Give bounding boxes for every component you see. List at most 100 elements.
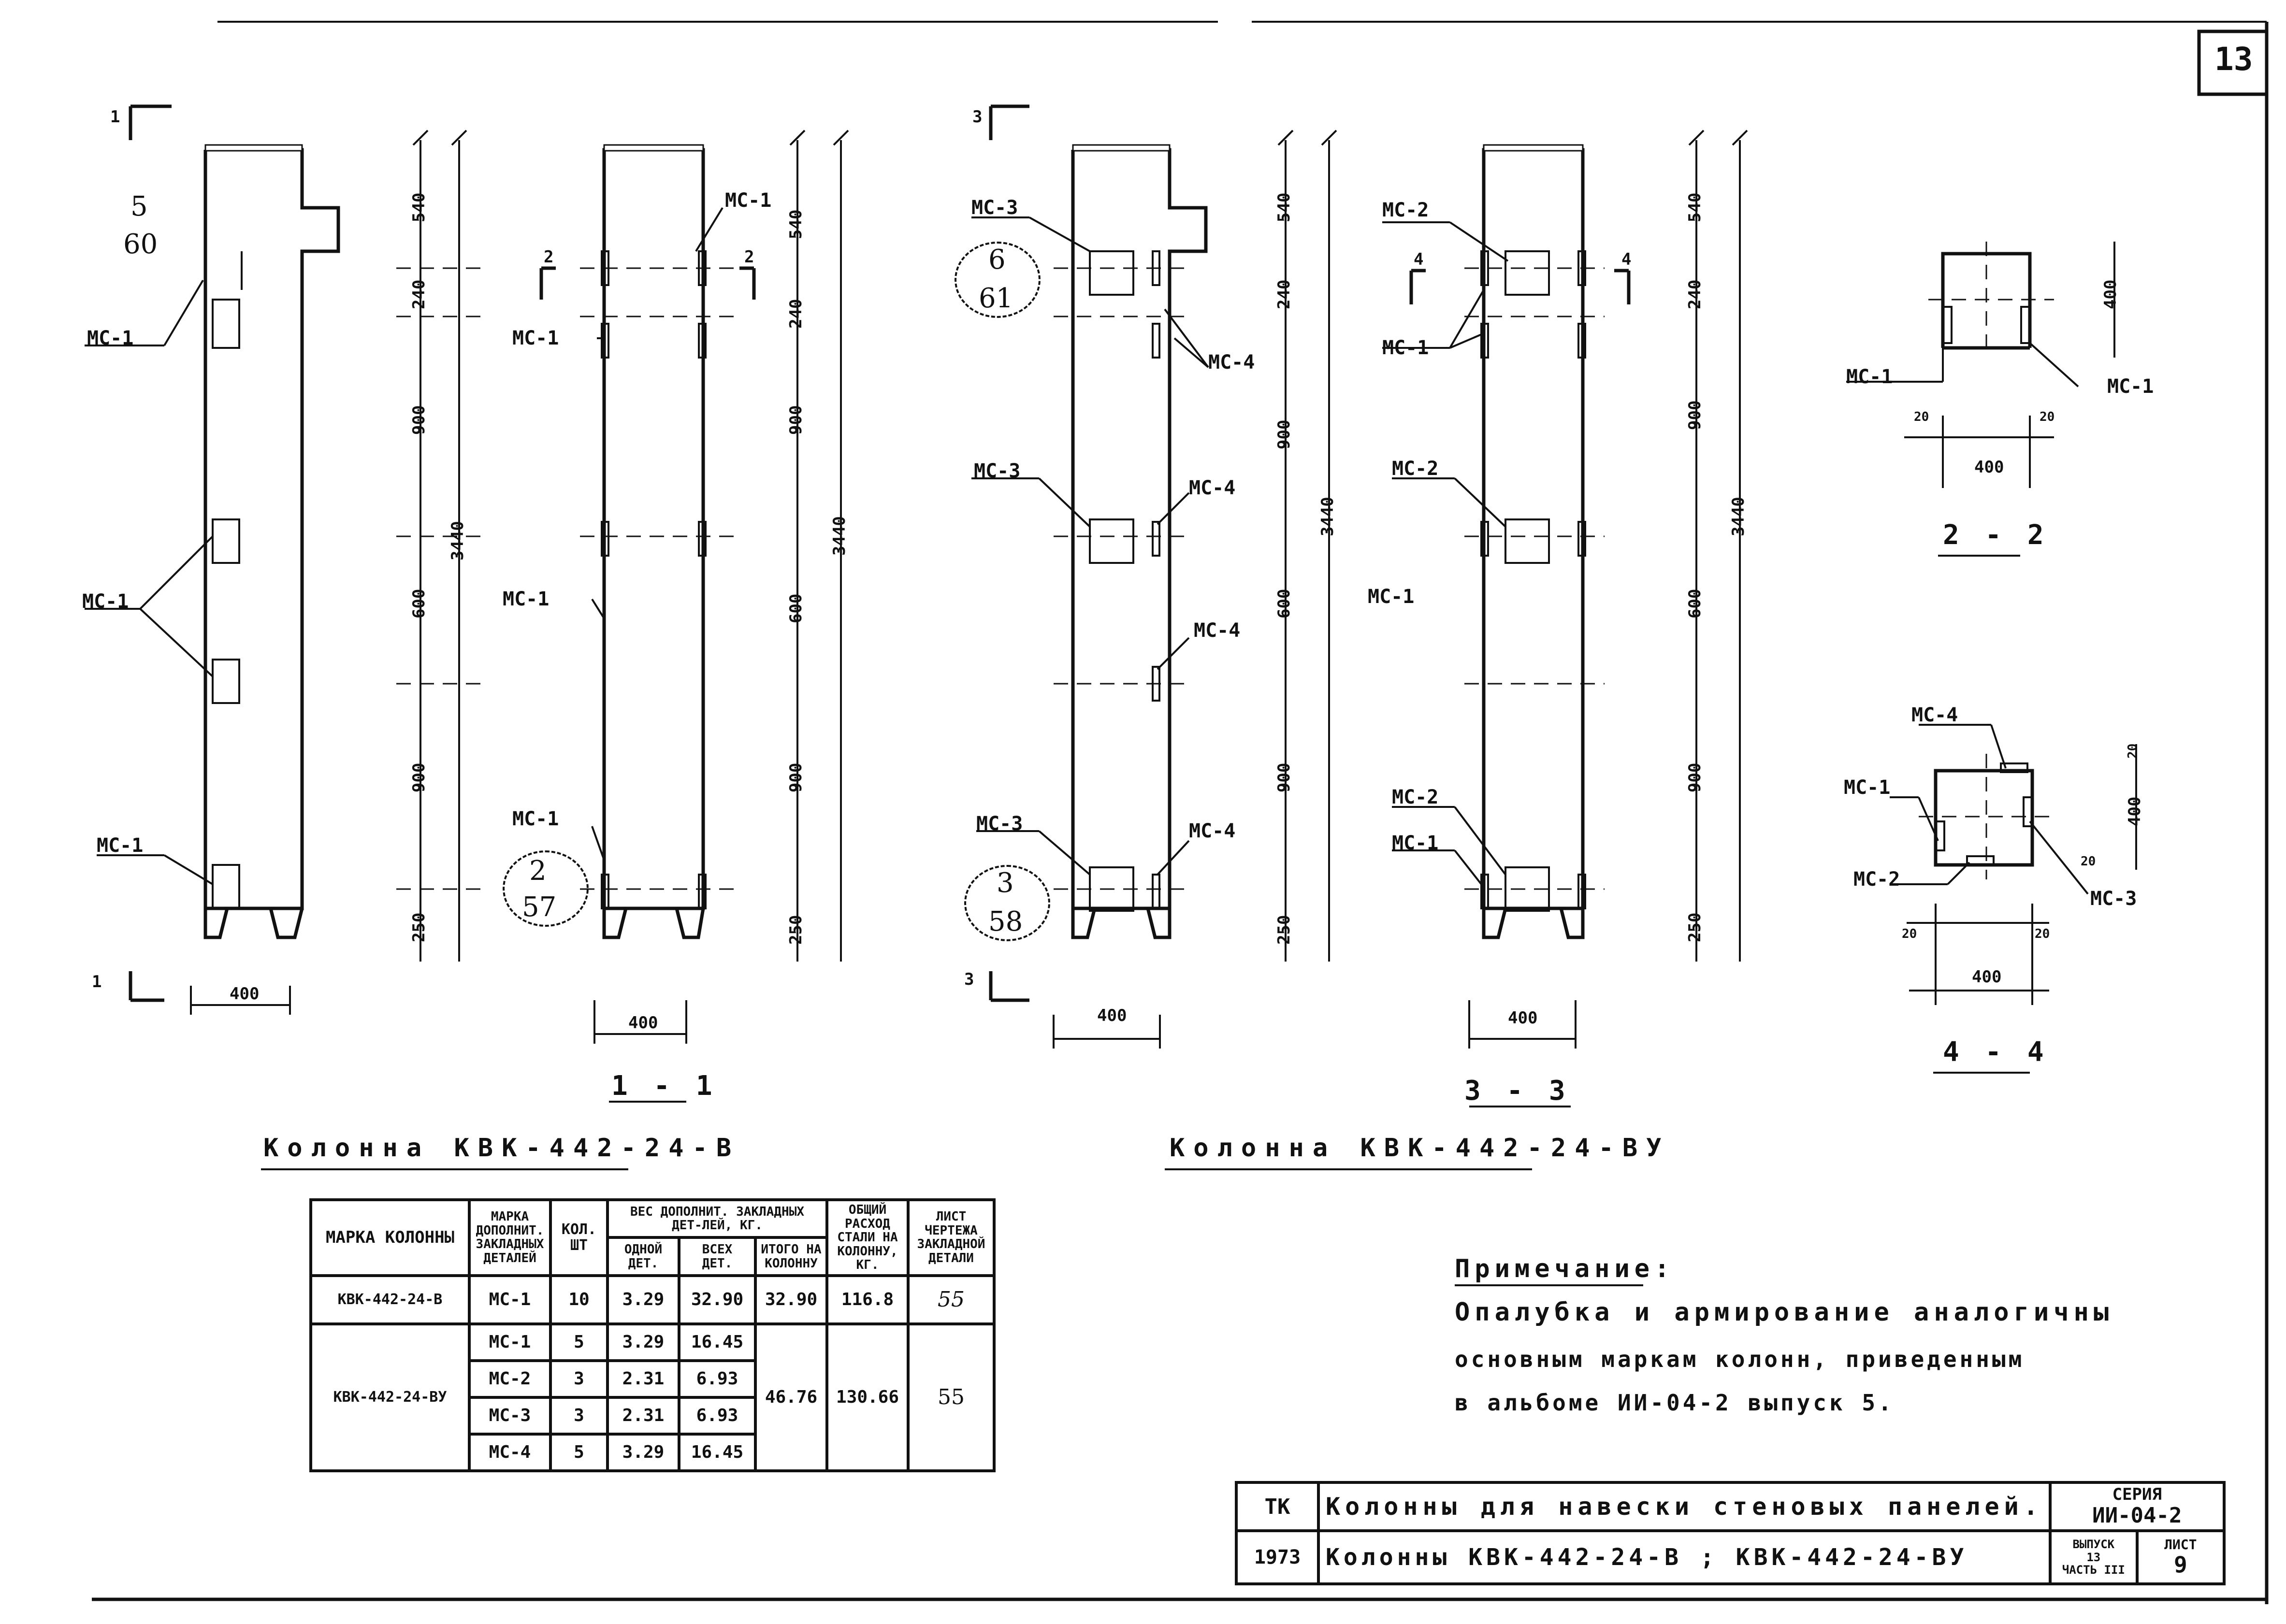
node-ref-circle-right-top xyxy=(955,242,1041,318)
left-column-title: Колонна КВК-442-24-В xyxy=(263,1134,740,1163)
cell-steel: 130.66 xyxy=(825,1322,910,1472)
cell-one: 3.29 xyxy=(606,1322,680,1362)
note-line-3: в альбоме ИИ-04-2 выпуск 5. xyxy=(1455,1390,1895,1416)
note-title: Примечание: xyxy=(1455,1254,1675,1283)
node-ref-circle-right-bottom xyxy=(964,865,1050,941)
cell-qty: 10 xyxy=(549,1274,609,1325)
label-s44-mc2: МС-2 xyxy=(1853,868,1900,891)
label-s44-mc1: МС-1 xyxy=(1844,776,1891,799)
section-mark-1-top: 1 xyxy=(110,107,120,127)
dim-s44-height: 400 xyxy=(2125,796,2144,826)
cell-total: 46.76 xyxy=(754,1322,828,1472)
cell-total: 32.90 xyxy=(754,1274,828,1325)
node-ref-left-top-num: 5 xyxy=(130,191,148,222)
label-left-mc1-c: МС-1 xyxy=(97,834,144,857)
stamp-part-label: ЧАСТЬ xyxy=(2062,1563,2098,1577)
section-4-4 xyxy=(1890,724,2137,1074)
th-sheet: ЛИСТ ЧЕРТЕЖА ЗАКЛАДНОЙ ДЕТАЛИ xyxy=(907,1198,996,1277)
section-title-3-3: 3 - 3 xyxy=(1464,1075,1570,1107)
cell-part: МС-3 xyxy=(468,1395,552,1436)
dim-left-900b: 900 xyxy=(409,762,429,792)
cell-mark: КВК-442-24-ВУ xyxy=(309,1322,471,1472)
dim-right-900b: 900 xyxy=(1274,762,1294,792)
cell-one: 3.29 xyxy=(606,1274,680,1325)
label-s22-mc1-right: МС-1 xyxy=(2107,375,2154,398)
th-steel: ОБЩИЙ РАСХОД СТАЛИ НА КОЛОННУ, КГ. xyxy=(825,1198,910,1277)
dim-s11-900a: 900 xyxy=(786,405,806,435)
dim-s33-240: 240 xyxy=(1685,279,1705,309)
label-s33-mc2-c: МС-2 xyxy=(1392,786,1439,808)
dim-s44-bottom-edge: 20 xyxy=(2081,854,2096,869)
right-column-elevation xyxy=(971,104,1330,1049)
spec-table: МАРКА КОЛОННЫ МАРКА ДОПОЛНИТ. ЗАКЛАДНЫХ … xyxy=(309,1198,996,1472)
cell-part: МС-1 xyxy=(468,1322,552,1362)
cell-all: 16.45 xyxy=(678,1432,757,1472)
dim-s11-250: 250 xyxy=(786,915,806,945)
dim-right-250: 250 xyxy=(1274,915,1294,945)
th-embedded-mark: МАРКА ДОПОЛНИТ. ЗАКЛАДНЫХ ДЕТАЛЕЙ xyxy=(468,1198,552,1277)
dim-s22-height: 400 xyxy=(2101,279,2120,309)
cell-sheet: 55 xyxy=(907,1274,996,1325)
label-s22-mc1-left: МС-1 xyxy=(1846,366,1893,388)
stamp-series-value: ИИ-04-2 xyxy=(2092,1503,2182,1528)
label-right-mc3-c: МС-3 xyxy=(976,813,1023,835)
dim-left-600: 600 xyxy=(409,589,429,618)
table-row: КВК-442-24-В МС-1 10 3.29 32.90 32.90 11… xyxy=(309,1274,996,1325)
th-all: ВСЕХ ДЕТ. xyxy=(678,1236,757,1277)
label-s11-mc1-a: МС-1 xyxy=(512,327,559,349)
dim-left-540: 540 xyxy=(409,192,429,222)
left-column-elevation xyxy=(85,104,340,1015)
stamp-issue: ВЫПУСК 13 ЧАСТЬ III xyxy=(2048,1529,2139,1585)
stamp-issue-value: 13 xyxy=(2086,1550,2101,1564)
stamp-tk: ТК xyxy=(1235,1481,1320,1532)
stamp-series: СЕРИЯ ИИ-04-2 xyxy=(2048,1481,2226,1532)
stamp-sheet: ЛИСТ 9 xyxy=(2135,1529,2226,1585)
label-s11-mc1-c: МС-1 xyxy=(512,808,559,830)
th-weight-group: ВЕС ДОПОЛНИТ. ЗАКЛАДНЫХ ДЕТ-ЛЕЙ, КГ. xyxy=(606,1198,828,1239)
cell-qty: 5 xyxy=(549,1432,609,1472)
label-s33-mc2-b: МС-2 xyxy=(1392,458,1439,480)
dim-s44-edge-left: 20 xyxy=(1902,927,1917,941)
section-arrow-2-left: 2 xyxy=(544,247,554,267)
label-left-mc1-b: МС-1 xyxy=(82,590,129,613)
section-arrow-4-right: 4 xyxy=(1621,250,1632,269)
section-mark-1-bottom: 1 xyxy=(92,972,102,992)
stamp-part-value: III xyxy=(2104,1563,2125,1577)
section-arrow-4-left: 4 xyxy=(1414,250,1424,269)
dim-right-240: 240 xyxy=(1274,279,1294,309)
label-left-mc1-a: МС-1 xyxy=(87,327,134,349)
stamp-sheet-label: ЛИСТ xyxy=(2164,1537,2197,1553)
dim-s11-540: 540 xyxy=(786,209,806,239)
node-ref-right-top-den: 61 xyxy=(979,283,1013,314)
stamp-title-1: Колонны для навески стеновых панелей. xyxy=(1317,1481,2052,1532)
dim-s44-edge-right: 20 xyxy=(2035,927,2050,941)
note-line-2: основным маркам колонн, приведенным xyxy=(1455,1346,2025,1372)
dim-s33-540: 540 xyxy=(1685,192,1705,222)
label-right-mc4-b: МС-4 xyxy=(1189,477,1236,499)
note-line-1: Опалубка и армирование аналогичны xyxy=(1455,1298,2114,1327)
dim-left-3440: 3440 xyxy=(448,521,467,560)
dim-s44-width: 400 xyxy=(1972,967,2002,987)
dim-s22-edge-right: 20 xyxy=(2040,410,2055,424)
stamp-year: 1973 xyxy=(1235,1529,1320,1585)
dim-left-width: 400 xyxy=(230,984,260,1004)
dim-s22-width: 400 xyxy=(1974,458,2004,477)
cell-all: 16.45 xyxy=(678,1322,757,1362)
sheet-number-box xyxy=(2197,29,2269,96)
section-mark-3-bottom: 3 xyxy=(964,970,974,989)
dim-left-240: 240 xyxy=(409,279,429,309)
th-qty: КОЛ. ШТ xyxy=(549,1198,609,1277)
dim-left-250: 250 xyxy=(409,912,429,942)
stamp-series-label: СЕРИЯ xyxy=(2112,1485,2162,1505)
dim-s44-top-edge: 20 xyxy=(2126,743,2140,759)
left-dim-chain xyxy=(396,140,488,962)
section-title-2-2: 2 - 2 xyxy=(1943,519,2049,551)
section-1-1 xyxy=(539,140,842,1103)
node-ref-left-bottom-num: 2 xyxy=(529,855,547,887)
th-one: ОДНОЙ ДЕТ. xyxy=(606,1236,680,1277)
cell-all: 6.93 xyxy=(678,1359,757,1399)
dim-right-width: 400 xyxy=(1097,1006,1127,1025)
dim-right-3440: 3440 xyxy=(1318,497,1337,536)
label-right-mc4-d: МС-4 xyxy=(1189,820,1236,842)
